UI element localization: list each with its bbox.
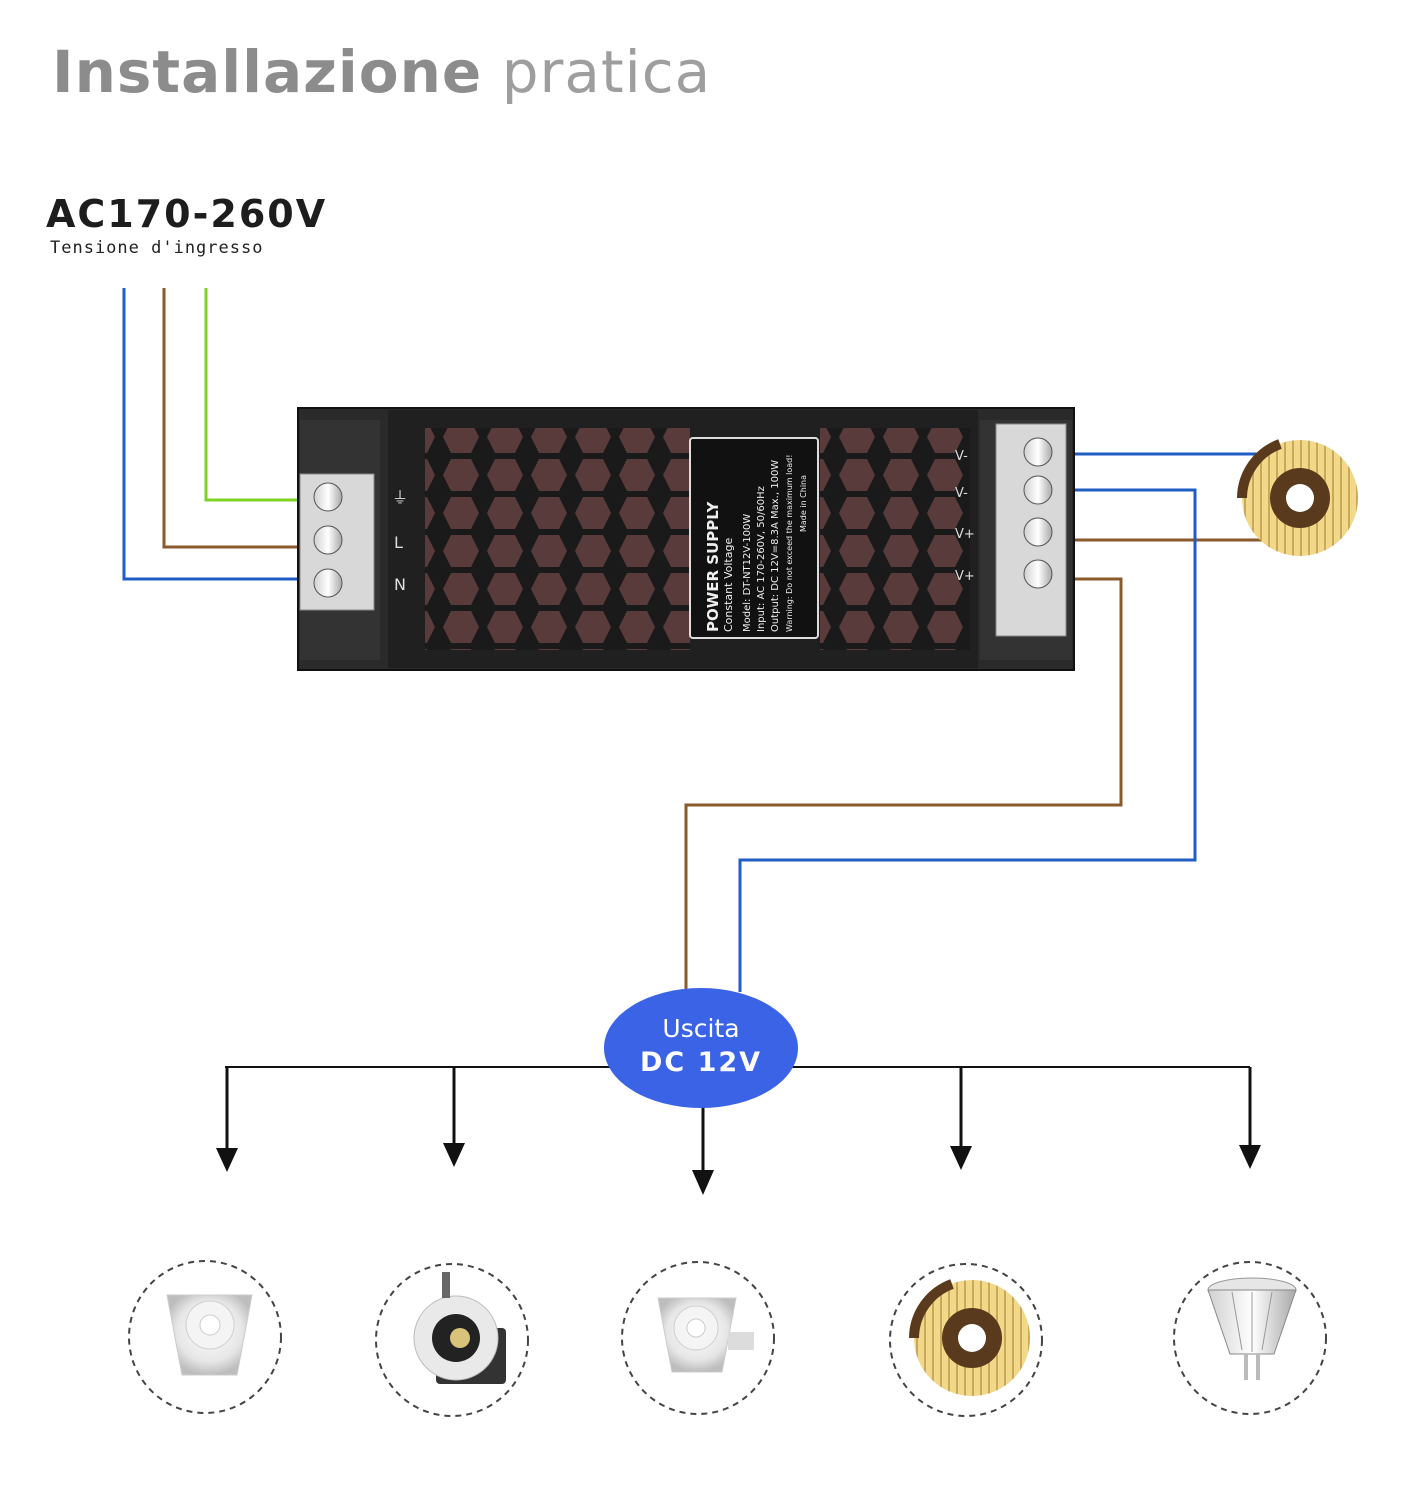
terminal-earth-label: ⏚ [392,488,408,507]
terminal-v3-label: V+ [955,527,975,542]
wire-neg-out [738,488,1197,992]
load-circle-5 [1173,1261,1327,1415]
psu-label-input: Input: AC 170-260V, 50/60Hz [756,486,767,632]
output-bubble [604,988,798,1108]
arrow-load-1 [216,1067,238,1172]
input-voltage-caption: Tensione d'ingresso [50,238,264,258]
output-label-line1: Uscita [662,1014,740,1043]
wire-earth-in [204,288,300,502]
load-circle-3 [621,1261,775,1415]
title-light: pratica [501,38,712,106]
arrow-load-5 [1239,1067,1261,1169]
title-bold: Installazione [52,38,483,106]
arrow-load-2 [443,1067,465,1167]
wire-neutral-in [122,288,300,581]
psu-label-name: POWER SUPPLY [704,500,722,632]
arrow-load-4 [950,1067,972,1170]
psu-label-subtitle: Constant Voltage [722,538,735,632]
wire-pos-out [684,577,1123,992]
terminal-neutral-label: N [394,575,406,594]
psu-label-output: Output: DC 12V=8.3A Max., 100W [770,460,781,632]
terminal-v2-label: V- [955,486,968,501]
led-strip-reel-icon [1237,439,1358,556]
page-title: Installazione pratica [52,38,711,106]
load-circle-1 [128,1260,282,1414]
mr11-bulb-icon [1207,1277,1297,1380]
recessed-downlight-icon [413,1272,506,1384]
load-circle-2 [375,1263,529,1417]
led-strip-reel-icon [909,1279,1030,1396]
input-voltage: AC170-260V [46,192,328,236]
terminal-v1-label: V- [955,449,968,464]
output-label: Uscita DC 12V [604,1014,798,1078]
psu-label-origin: Made in China [799,475,808,532]
gu10-spot-bulb-icon [657,1297,754,1373]
terminal-live-label: L [394,533,403,552]
power-supply-unit: POWER SUPPLY Constant Voltage Model: DT-… [297,407,1075,671]
mr16-spot-bulb-icon [166,1294,253,1376]
load-circle-4 [889,1263,1043,1417]
output-label-line2: DC 12V [639,1047,763,1078]
arrow-load-3 [692,1100,714,1195]
terminal-v4-label: V+ [955,569,975,584]
psu-label-warning: Warning: Do not exceed the maximum load! [785,455,794,632]
wire-live-in [162,288,300,549]
psu-label-model: Model: DT-NT12V-100W [742,514,753,632]
